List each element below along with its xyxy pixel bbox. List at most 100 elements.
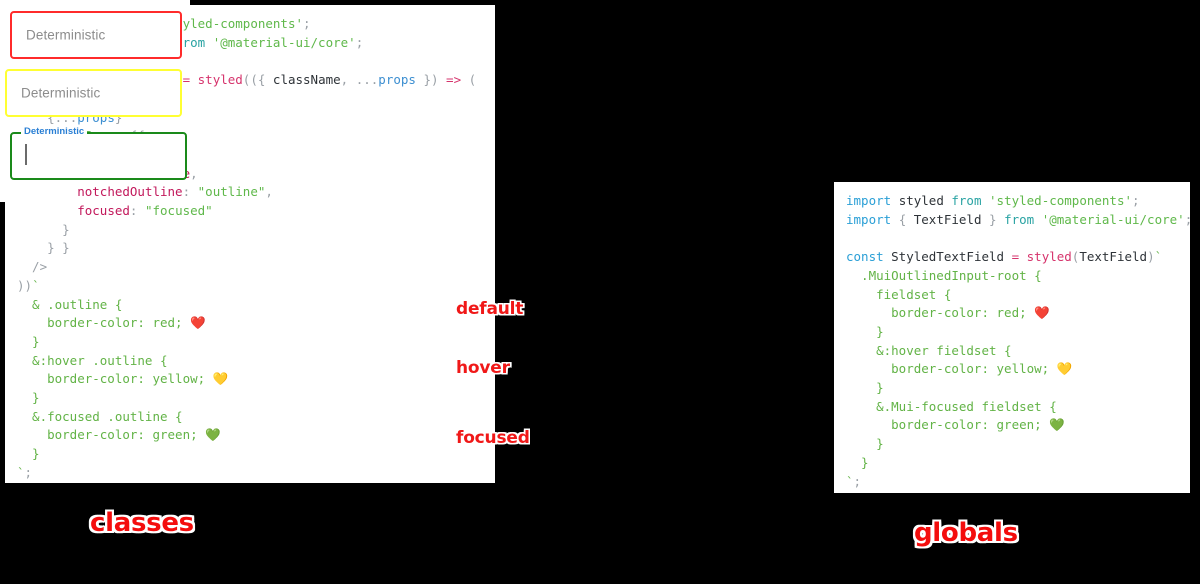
code-token: , xyxy=(340,72,356,88)
code-token: ( xyxy=(468,72,477,88)
code-token: { xyxy=(17,109,55,125)
code-line: border-color: yellow; 💛 xyxy=(846,360,1178,379)
code-token: = xyxy=(1011,249,1027,265)
caption-globals: globals xyxy=(914,518,1018,548)
code-line: &:hover fieldset { xyxy=(846,342,1178,361)
code-token: ) xyxy=(1147,249,1155,265)
code-token: & .outline { xyxy=(17,296,123,312)
code-token: } xyxy=(846,380,884,396)
code-token: } xyxy=(17,446,40,462)
code-token: from xyxy=(951,193,990,208)
code-token: => xyxy=(446,72,469,88)
textfield-hover[interactable]: Deterministic xyxy=(5,69,182,117)
code-token: &.Mui-focused fieldset { xyxy=(846,398,1057,414)
code-token: TextField xyxy=(913,211,982,227)
code-token: 💛 xyxy=(1056,361,1073,377)
code-token: '@material-ui/core' xyxy=(212,34,356,50)
code-token: ❤️ xyxy=(190,315,206,331)
code-token: = xyxy=(182,72,198,88)
code-token: )) xyxy=(17,277,33,293)
code-token: ; xyxy=(303,16,311,31)
code-token: 💚 xyxy=(205,427,221,443)
code-token: border-color: red; xyxy=(17,315,191,331)
code-token: { xyxy=(257,72,273,88)
code-token: styled xyxy=(197,72,243,88)
code-token: } xyxy=(846,454,869,470)
code-token: border-color: red; xyxy=(846,305,1035,321)
code-token: ; xyxy=(1132,193,1140,208)
code-token: import xyxy=(846,211,899,227)
text-caret xyxy=(25,144,27,165)
code-token: /> xyxy=(17,259,48,275)
code-line: } xyxy=(17,389,483,408)
code-line xyxy=(846,229,1178,248)
code-token: } xyxy=(114,109,123,125)
code-token: ` xyxy=(32,277,40,293)
globals-code-block[interactable]: import styled from 'styled-components';i… xyxy=(846,192,1192,491)
code-line: notchedOutline: "outline", xyxy=(17,183,483,202)
code-token: ` xyxy=(17,464,25,480)
code-line: } xyxy=(846,435,1178,454)
code-token: border-color: yellow; xyxy=(846,361,1057,377)
code-token: StyledTextField xyxy=(891,249,1012,265)
demo-panel-edge-mask xyxy=(738,276,742,400)
code-line: } xyxy=(17,445,483,464)
code-token: styled xyxy=(1026,249,1072,265)
textfield-hover-value: Deterministic xyxy=(21,85,101,101)
code-line: border-color: yellow; 💛 xyxy=(17,370,483,389)
textfield-focused[interactable]: Deterministic xyxy=(10,127,187,180)
code-line: import { TextField } from '@material-ui/… xyxy=(846,211,1192,230)
code-line: /> xyxy=(17,258,483,277)
code-token: ; xyxy=(24,464,33,480)
textfield-default-value: Deterministic xyxy=(26,27,106,43)
textfield-focused-legend: Deterministic xyxy=(21,127,88,137)
code-token: '@material-ui/core' xyxy=(1041,211,1185,227)
code-token: } xyxy=(846,436,884,452)
code-token: (( xyxy=(242,72,258,88)
code-token: border-color: green; xyxy=(846,417,1050,433)
globals-code-panel: import styled from 'styled-components';i… xyxy=(834,182,1192,493)
code-line: `; xyxy=(17,464,483,483)
code-token xyxy=(17,184,77,199)
code-token: 💛 xyxy=(212,371,229,387)
code-token: styled xyxy=(898,193,952,208)
code-token: , xyxy=(190,165,198,181)
code-token: from xyxy=(1004,211,1042,227)
code-token: notchedOutline xyxy=(77,184,183,200)
code-token: fieldset { xyxy=(846,286,952,302)
code-token: } xyxy=(17,333,40,349)
code-line: border-color: red; ❤️ xyxy=(17,314,483,333)
textfield-demo-panel: Deterministic Deterministic Deterministi… xyxy=(0,0,190,202)
code-token: ... xyxy=(355,72,379,88)
code-token: border-color: yellow; xyxy=(17,371,213,387)
code-token: } } xyxy=(17,240,70,256)
textfield-default[interactable]: Deterministic xyxy=(10,11,182,59)
code-line: border-color: red; ❤️ xyxy=(846,304,1178,323)
code-token: .MuiOutlinedInput-root { xyxy=(846,267,1042,283)
code-line: &:hover .outline { xyxy=(17,352,483,371)
caption-classes: classes xyxy=(90,508,194,538)
code-token: } xyxy=(981,211,1005,227)
code-token: 'styled-components' xyxy=(160,16,304,31)
code-token: &.focused .outline { xyxy=(17,408,183,424)
code-token: { xyxy=(898,211,914,227)
annotation-default: default xyxy=(456,299,524,319)
code-line: border-color: green; 💚 xyxy=(846,416,1178,435)
code-line: focused: "focused" xyxy=(17,202,483,221)
code-token: ; xyxy=(853,473,862,489)
code-token: } xyxy=(17,221,70,237)
code-line: .MuiOutlinedInput-root { xyxy=(846,267,1178,286)
code-line: } xyxy=(846,379,1178,398)
code-token: &:hover fieldset { xyxy=(846,342,1012,358)
code-token: ; xyxy=(355,34,364,50)
code-line: border-color: green; 💚 xyxy=(17,426,483,445)
code-token: ( xyxy=(1071,249,1080,265)
code-token: TextField xyxy=(1079,249,1148,265)
code-line: } xyxy=(846,323,1178,342)
code-token xyxy=(17,203,77,218)
code-token: const xyxy=(846,249,892,265)
code-line: &.Mui-focused fieldset { xyxy=(846,398,1178,417)
code-token: ; xyxy=(1184,211,1193,227)
code-token: ` xyxy=(846,473,854,489)
code-line: import styled from 'styled-components'; xyxy=(846,192,1178,211)
